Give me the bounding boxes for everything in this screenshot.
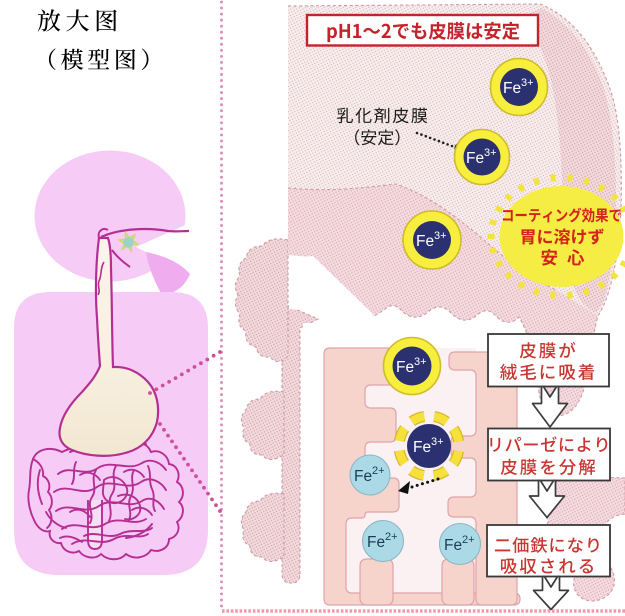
svg-text:Fe: Fe [444, 537, 462, 554]
svg-text:3+: 3+ [431, 436, 444, 448]
svg-text:Fe: Fe [503, 80, 521, 97]
svg-text:Fe: Fe [413, 439, 431, 456]
svg-text:3+: 3+ [414, 356, 427, 368]
svg-text:Fe: Fe [367, 534, 385, 551]
svg-text:Fe: Fe [466, 150, 484, 167]
svg-text:Fe: Fe [396, 359, 414, 376]
svg-text:3+: 3+ [434, 230, 447, 242]
svg-text:Fe: Fe [354, 468, 372, 485]
svg-text:3+: 3+ [521, 77, 534, 89]
svg-text:2+: 2+ [385, 531, 398, 543]
svg-text:Fe: Fe [416, 233, 434, 250]
svg-text:2+: 2+ [372, 465, 385, 477]
svg-text:3+: 3+ [484, 147, 497, 159]
svg-text:2+: 2+ [462, 534, 475, 546]
